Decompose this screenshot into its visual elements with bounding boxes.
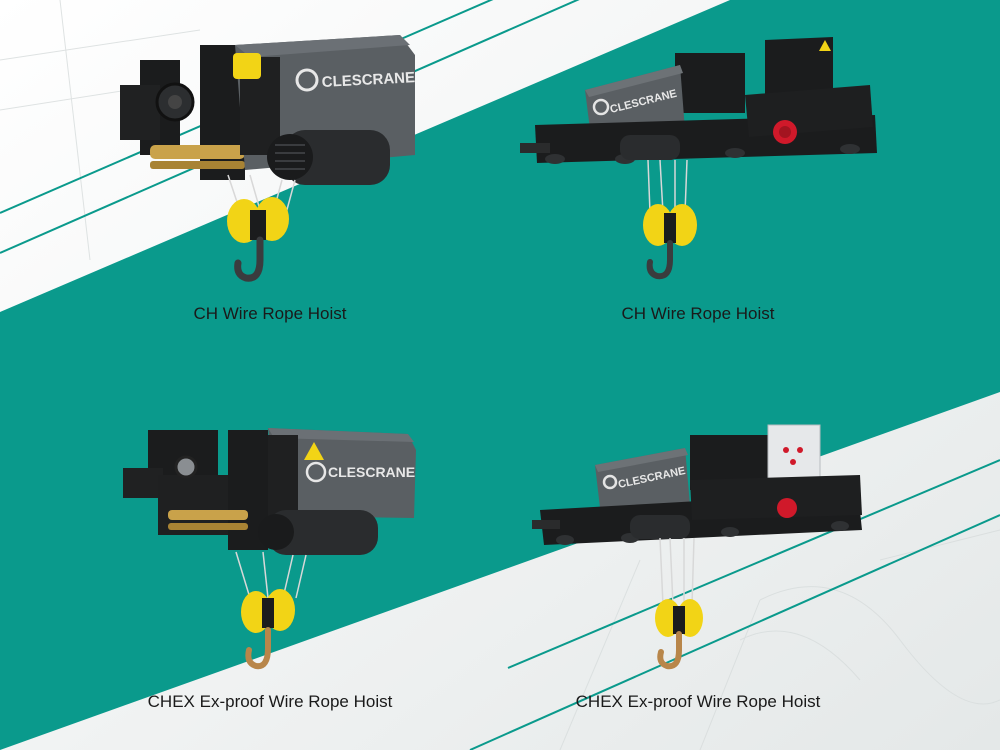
chex-trolley-hoist-image: CLESCRANE [532, 424, 862, 670]
accent-line [469, 514, 1000, 750]
product-caption-ch-1: CH Wire Rope Hoist [193, 304, 347, 323]
brand-logo: CLESCRANE [328, 464, 415, 480]
brand-logo: CLESCRANE [321, 69, 415, 91]
product-caption-chex-1: CHEX Ex-proof Wire Rope Hoist [147, 692, 393, 711]
product-caption-chex-2: CHEX Ex-proof Wire Rope Hoist [575, 692, 821, 711]
product-caption-ch-2: CH Wire Rope Hoist [621, 304, 775, 323]
chex-hoist-image: CLESCRANE [123, 428, 416, 670]
ch-trolley-hoist-image: CLESCRANE [520, 37, 877, 280]
accent-line [507, 459, 1000, 669]
ch-hoist-image: CLESCRANE [120, 35, 415, 282]
